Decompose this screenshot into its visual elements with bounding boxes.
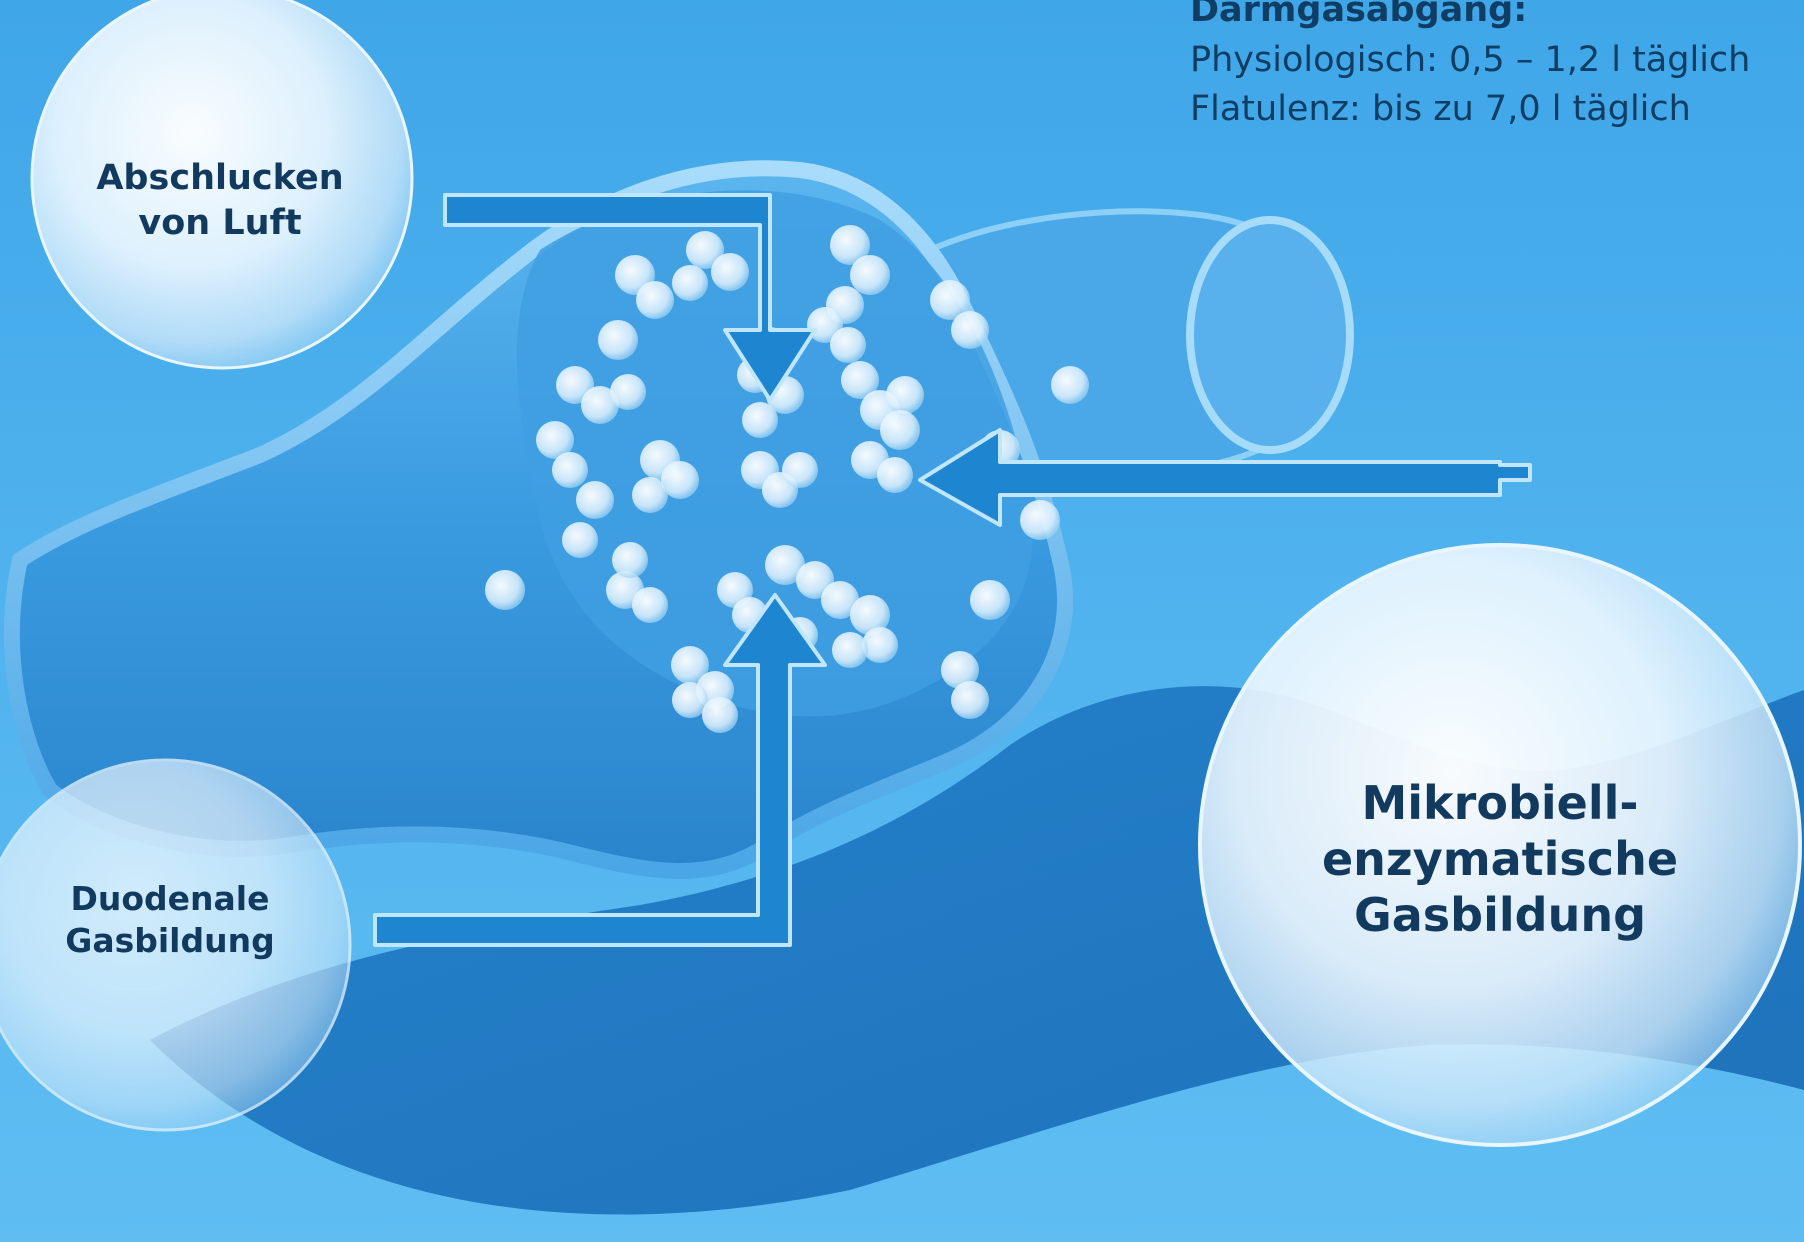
label-microbial: Mikrobiell- enzymatische Gasbildung [1310,775,1690,943]
label-air-line-1: Abschlucken [90,156,350,201]
label-air-line-2: von Luft [90,201,350,246]
label-microbial-line-2: enzymatische [1310,831,1690,887]
label-microbial-line-1: Mikrobiell- [1310,775,1690,831]
info-heading: Darmgasabgang: [1190,0,1790,36]
intestine-opening [1190,220,1350,450]
label-duodenal-line-2: Gasbildung [40,920,300,962]
label-duodenal: Duodenale Gasbildung [40,878,300,962]
flatulence-info: Darmgasabgang: Physiologisch: 0,5 – 1,2 … [1190,0,1790,135]
info-physiological: Physiologisch: 0,5 – 1,2 l täglich [1190,36,1790,86]
label-duodenal-line-1: Duodenale [40,878,300,920]
info-flatulence: Flatulenz: bis zu 7,0 l täglich [1190,85,1790,135]
label-air: Abschlucken von Luft [90,156,350,246]
label-microbial-line-3: Gasbildung [1310,887,1690,943]
